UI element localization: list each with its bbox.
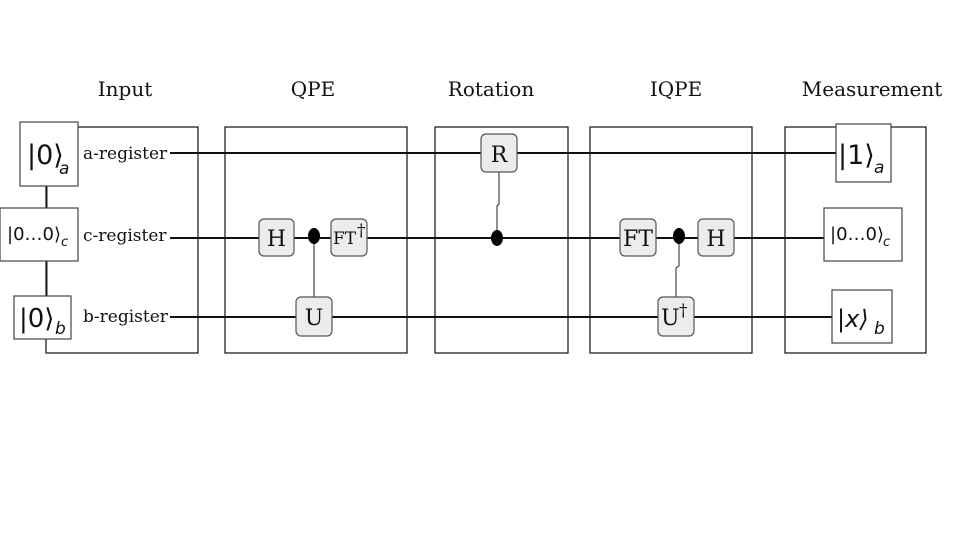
register-label-a: a-register bbox=[83, 144, 168, 164]
register-label-b: b-register bbox=[83, 307, 169, 327]
iqpe-ft-gate-label: FT bbox=[623, 227, 653, 252]
input-ket-b-text: |0⟩ bbox=[19, 304, 54, 334]
qpe-u-gate-label: U bbox=[305, 306, 324, 331]
output-ket-a-text: |1⟩ bbox=[838, 140, 875, 171]
iqpe-u-gate-label: U bbox=[661, 306, 680, 331]
input-ket-b: |0⟩ b bbox=[13, 295, 72, 340]
rotation-control-line bbox=[496, 172, 500, 238]
section-title-qpe: QPE bbox=[291, 77, 335, 101]
output-ket-b: |x⟩ b bbox=[831, 289, 893, 344]
input-ket-c-sub: c bbox=[61, 235, 68, 250]
qpe-ft-gate-label: FT bbox=[333, 229, 357, 249]
output-ket-c-sub: c bbox=[883, 235, 890, 250]
output-ket-b-text: |x⟩ bbox=[837, 305, 869, 333]
qpe-frame bbox=[224, 126, 408, 354]
output-ket-a-sub: a bbox=[874, 158, 884, 178]
iqpe-frame bbox=[589, 126, 753, 354]
output-ket-a: |1⟩ a bbox=[835, 123, 892, 183]
qpe-control-dot bbox=[308, 228, 320, 244]
input-ket-a-text: |0⟩ bbox=[27, 140, 64, 171]
iqpe-control-line bbox=[675, 238, 680, 297]
output-ket-c: |0…0⟩ c bbox=[823, 207, 903, 262]
iqpe-u-dagger-symbol: † bbox=[679, 301, 688, 321]
section-title-iqpe: IQPE bbox=[650, 77, 702, 101]
section-title-rotation: Rotation bbox=[448, 77, 535, 101]
iqpe-h-gate-label: H bbox=[706, 227, 725, 252]
input-ket-c: |0…0⟩ c bbox=[0, 207, 79, 262]
output-ket-b-sub: b bbox=[874, 319, 885, 339]
qpe-u-gate: U bbox=[295, 296, 333, 337]
input-ket-a-sub: a bbox=[59, 159, 69, 179]
qpe-h-gate-label: H bbox=[267, 227, 286, 252]
rotation-control-dot bbox=[491, 230, 503, 246]
section-title-input: Input bbox=[98, 77, 153, 101]
iqpe-control-dot bbox=[673, 228, 685, 244]
rotation-r-gate: R bbox=[480, 133, 518, 173]
output-ket-c-text: |0…0⟩ bbox=[830, 224, 884, 245]
rotation-r-gate-label: R bbox=[491, 143, 509, 168]
input-ket-b-sub: b bbox=[55, 319, 66, 339]
input-ket-c-text: |0…0⟩ bbox=[7, 224, 61, 245]
qpe-ft-dagger-gate: FT † bbox=[330, 218, 368, 257]
qpe-h-gate: H bbox=[258, 218, 295, 257]
qpe-ft-dagger-symbol: † bbox=[357, 221, 366, 241]
iqpe-ft-gate: FT bbox=[619, 218, 657, 257]
register-label-c: c-register bbox=[83, 226, 167, 246]
rotation-frame bbox=[434, 126, 569, 354]
input-ket-a: |0⟩ a bbox=[19, 121, 79, 187]
section-title-measurement: Measurement bbox=[802, 77, 943, 101]
iqpe-h-gate: H bbox=[697, 218, 735, 257]
iqpe-u-dagger-gate: U † bbox=[657, 296, 695, 337]
